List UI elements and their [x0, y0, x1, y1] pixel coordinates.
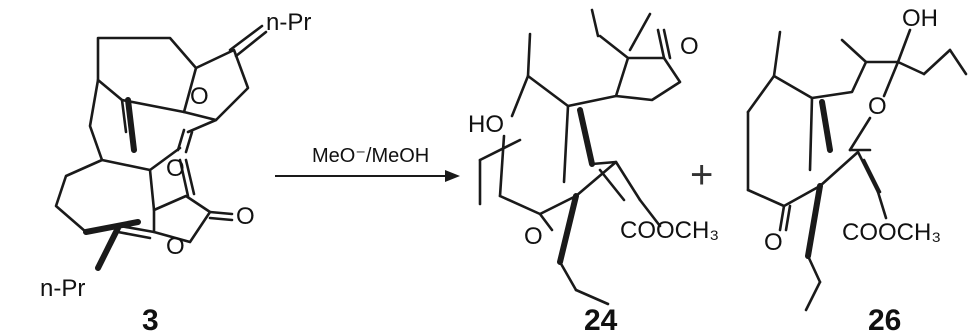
compound-24-ketone-bottom: O	[524, 223, 543, 250]
compound-3-oxygen-ring-top: O	[190, 83, 209, 110]
compound-3-oxygen-carbonyl-top: O	[166, 155, 185, 182]
compound-26-ester: COOCH₃	[842, 219, 941, 246]
compound-24-ester: COOCH₃	[620, 217, 719, 244]
compound-3-label: 3	[142, 304, 159, 336]
plus-sign: +	[690, 153, 713, 197]
reagent-label: MeO⁻/MeOH	[312, 145, 429, 167]
compound-24-label: 24	[584, 304, 618, 336]
compound-26-hydroxyl: OH	[902, 5, 938, 32]
compound-3-oxygen-carbonyl-bottom: O	[236, 203, 255, 230]
compound-3-npr-top: n-Pr	[266, 9, 311, 36]
compound-26-label: 26	[868, 304, 901, 336]
compound-26-structure	[746, 28, 968, 312]
compound-26-ether-oxygen: O	[868, 93, 887, 120]
compound-24-hydroxyl: HO	[468, 111, 504, 138]
compound-24-structure	[478, 8, 682, 306]
compound-3-structure	[54, 24, 268, 271]
reaction-arrow	[275, 170, 460, 182]
compound-26-ketone: O	[764, 229, 783, 256]
compound-24-ketone-top: O	[680, 33, 699, 60]
compound-3-npr-bottom: n-Pr	[40, 275, 85, 302]
compound-3-oxygen-ring-bottom: O	[166, 233, 185, 260]
